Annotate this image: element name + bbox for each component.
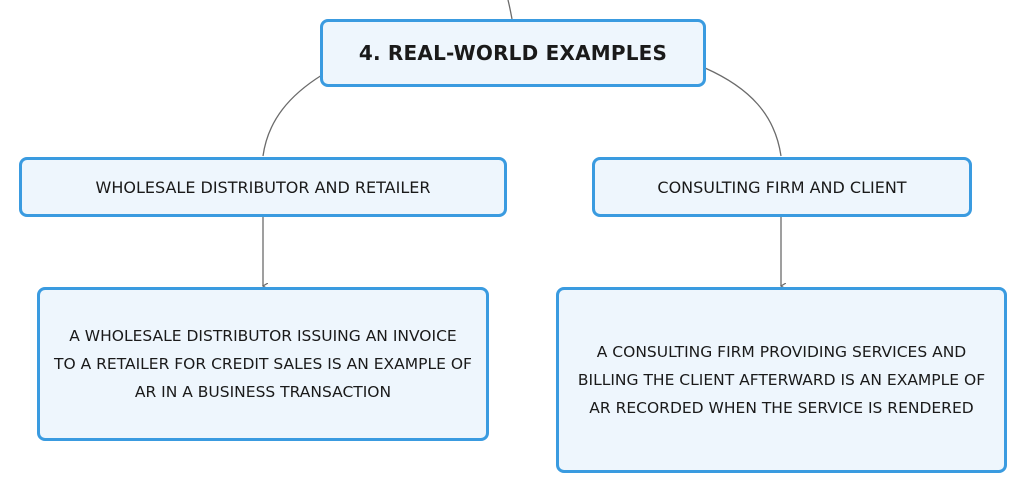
- connector-root-to-right-branch: [704, 67, 782, 157]
- leaf-text-line: A WHOLESALE DISTRIBUTOR ISSUING AN INVOI…: [69, 327, 457, 345]
- branch-node-title: CONSULTING FIRM AND CLIENT: [657, 177, 907, 197]
- branch-node-consulting[interactable]: CONSULTING FIRM AND CLIENT: [592, 157, 972, 217]
- connector-root-to-left-branch: [262, 74, 323, 157]
- leaf-text-line: AR IN A BUSINESS TRANSACTION: [134, 383, 392, 401]
- leaf-node-consulting-description[interactable]: A CONSULTING FIRM PROVIDING SERVICES AND…: [556, 287, 1007, 473]
- branch-node-title: WHOLESALE DISTRIBUTOR AND RETAILER: [95, 177, 431, 197]
- leaf-text: A WHOLESALE DISTRIBUTOR ISSUING AN INVOI…: [54, 322, 472, 406]
- leaf-text-line: BILLING THE CLIENT AFTERWARD IS AN EXAMP…: [577, 371, 986, 389]
- leaf-node-wholesale-description[interactable]: A WHOLESALE DISTRIBUTOR ISSUING AN INVOI…: [37, 287, 489, 441]
- root-node[interactable]: 4. REAL-WORLD EXAMPLES: [320, 19, 706, 87]
- leaf-text-line: A CONSULTING FIRM PROVIDING SERVICES AND: [596, 343, 967, 361]
- branch-node-wholesale[interactable]: WHOLESALE DISTRIBUTOR AND RETAILER: [19, 157, 507, 217]
- root-node-title: 4. REAL-WORLD EXAMPLES: [358, 41, 668, 65]
- leaf-text: A CONSULTING FIRM PROVIDING SERVICES AND…: [578, 338, 985, 422]
- connector-from-parent: [507, 0, 513, 20]
- leaf-text-line: TO A RETAILER FOR CREDIT SALES IS AN EXA…: [54, 355, 472, 373]
- leaf-text-line: AR RECORDED WHEN THE SERVICE IS RENDERED: [589, 399, 974, 417]
